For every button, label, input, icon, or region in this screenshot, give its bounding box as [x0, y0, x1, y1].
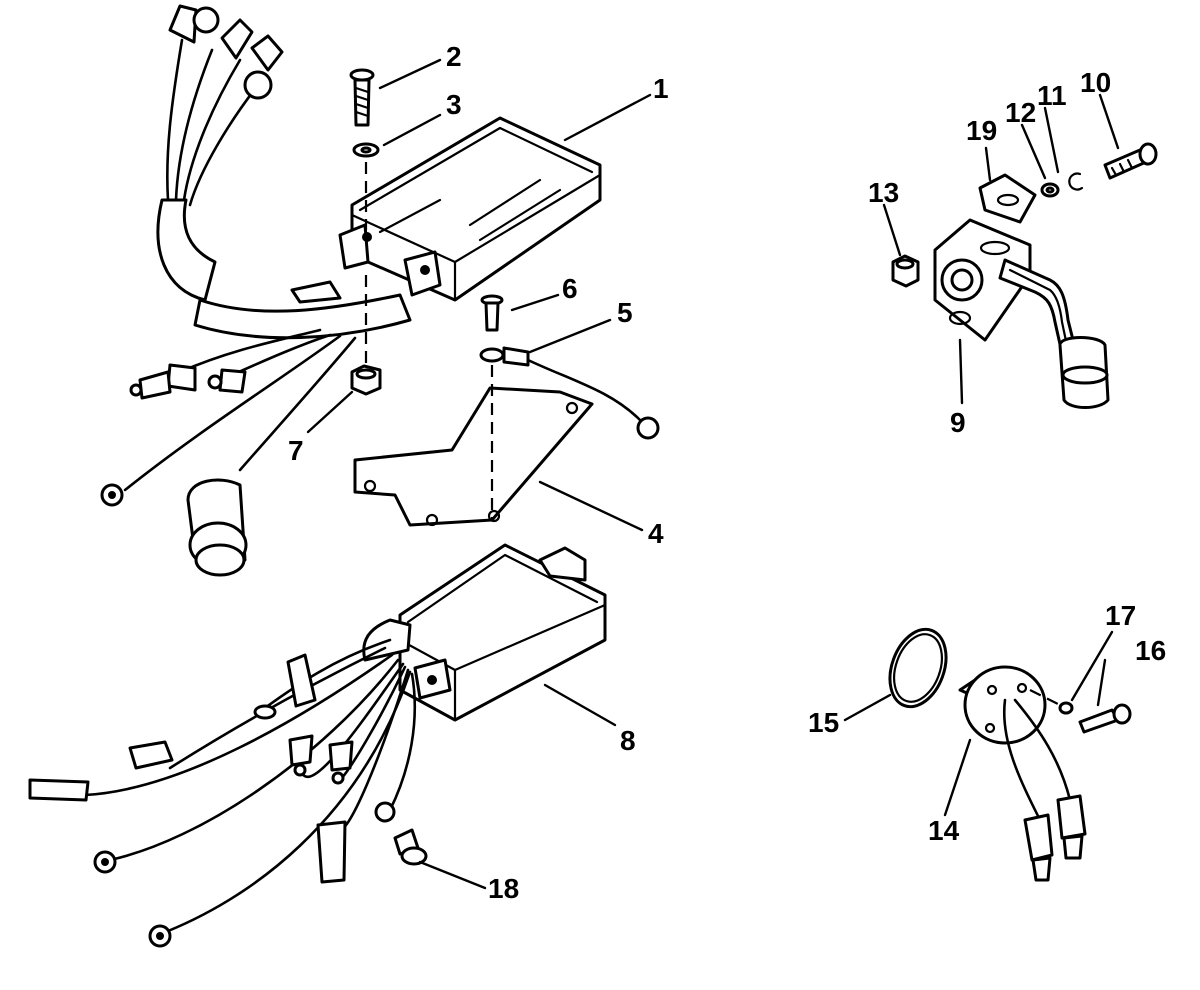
callout-15: 15: [808, 707, 839, 738]
callout-13: 13: [868, 177, 899, 208]
callout-labels: 1 2 3 4 5 6 7 8 9 10 11 12 13 14 15 16 1…: [288, 41, 1166, 904]
callout-8: 8: [620, 725, 636, 756]
ground-wire: [479, 294, 660, 520]
upper-harness: [156, 4, 284, 302]
screw-washer-nut: [349, 68, 382, 396]
callout-19: 19: [966, 115, 997, 146]
callout-10: 10: [1080, 67, 1111, 98]
callout-7: 7: [288, 435, 304, 466]
trigger-assembly: [891, 142, 1158, 409]
callout-3: 3: [446, 89, 462, 120]
screw-18: [393, 828, 428, 866]
callout-5: 5: [617, 297, 633, 328]
callout-9: 9: [950, 407, 966, 438]
callout-16: 16: [1135, 635, 1166, 666]
callout-11: 11: [1037, 80, 1067, 111]
sensor-plate-assembly: [888, 627, 1132, 882]
callout-12: 12: [1005, 97, 1036, 128]
switch-box-upper: [290, 116, 602, 304]
callout-4: 4: [648, 518, 664, 549]
callout-1: 1: [653, 73, 669, 104]
lower-harness-part1: [100, 293, 412, 577]
callout-6: 6: [562, 273, 578, 304]
callout-14: 14: [928, 815, 960, 846]
mounting-plate: [353, 386, 594, 527]
lower-harness-part8: [28, 638, 417, 948]
leader-lines: [306, 58, 1120, 890]
callout-2: 2: [446, 41, 462, 72]
callout-18: 18: [488, 873, 519, 904]
callout-17: 17: [1105, 600, 1136, 631]
